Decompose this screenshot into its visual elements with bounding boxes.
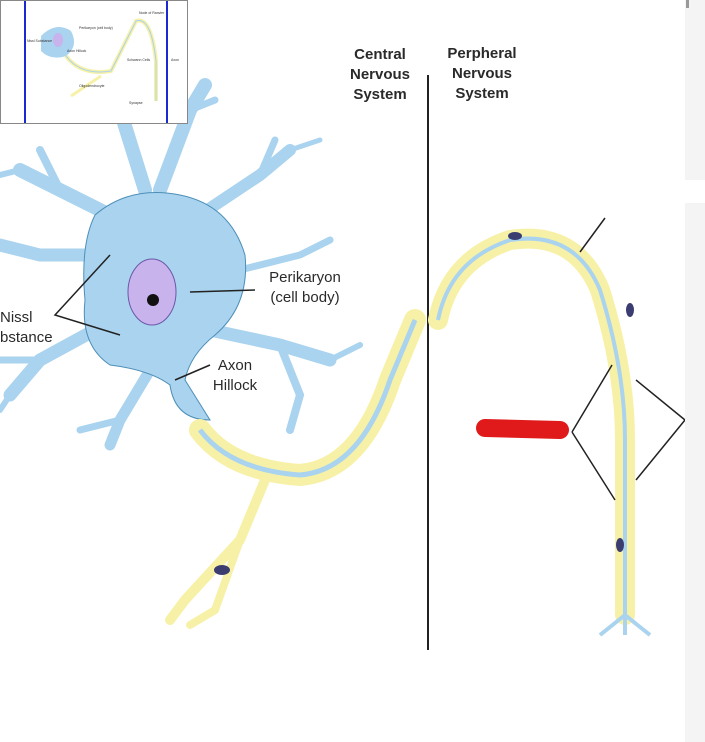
- label-line: Nissl: [0, 309, 33, 326]
- label-line: (cell body): [270, 289, 340, 306]
- pns-axon: [436, 236, 627, 615]
- pointer-lines: [53, 217, 686, 501]
- oligodendrocyte-nucleus: [214, 565, 230, 575]
- red-scribble: [476, 419, 569, 439]
- schwann-nucleus-1: [508, 232, 522, 240]
- label-nissl-substance: Nissl bstance: [0, 308, 70, 348]
- thumb-label: Schwann Cells: [127, 58, 151, 62]
- thumb-label: Node of Ranvier: [139, 11, 165, 15]
- scrollbar-track-lower[interactable]: [685, 203, 705, 742]
- scrollbar-track-upper[interactable]: [685, 0, 705, 180]
- label-axon-hillock: Axon Hillock: [200, 356, 270, 396]
- scrollbar-thumb[interactable]: [686, 0, 689, 8]
- thumb-label: Axon Hillock: [67, 49, 87, 53]
- schwann-nucleus-2: [626, 303, 634, 317]
- thumb-label: Synapse: [129, 101, 143, 105]
- label-line: Perikaryon: [269, 269, 341, 286]
- thumb-label: Nissl Substance: [27, 39, 53, 43]
- label-line: Hillock: [212, 377, 258, 394]
- thumbnail-illustration: [24, 1, 168, 123]
- dendrites: [0, 73, 363, 451]
- label-peripheral-nervous-system: Perpheral Nervous System: [437, 44, 527, 104]
- oligodendrocyte: [165, 475, 270, 629]
- cns-axon: [198, 319, 418, 478]
- label-line: bstance: [0, 329, 53, 346]
- label-line: Axon: [217, 357, 253, 374]
- label-line: Nervous: [349, 66, 411, 83]
- label-line: System: [455, 85, 509, 102]
- label-line: Central: [354, 46, 406, 63]
- label-line: System: [353, 86, 407, 103]
- thumbnail-labels: Node of Ranvier Perikaryon (cell body) A…: [1, 1, 187, 123]
- label-central-nervous-system: Central Nervous System: [335, 45, 425, 105]
- nucleolus: [147, 294, 159, 306]
- schwann-nucleus-3: [616, 538, 624, 552]
- label-line: Perpheral: [447, 45, 517, 62]
- thumbnail-preview[interactable]: Node of Ranvier Perikaryon (cell body) A…: [0, 0, 188, 124]
- label-perikaryon: Perikaryon (cell body): [255, 268, 355, 308]
- synapse-terminal: [598, 613, 652, 637]
- thumb-label: Perikaryon (cell body): [79, 26, 113, 30]
- thumb-label: Axon: [171, 58, 179, 62]
- label-line: Nervous: [451, 65, 513, 82]
- nucleus: [127, 258, 177, 326]
- thumb-label: Oligodendrocyte: [79, 84, 105, 88]
